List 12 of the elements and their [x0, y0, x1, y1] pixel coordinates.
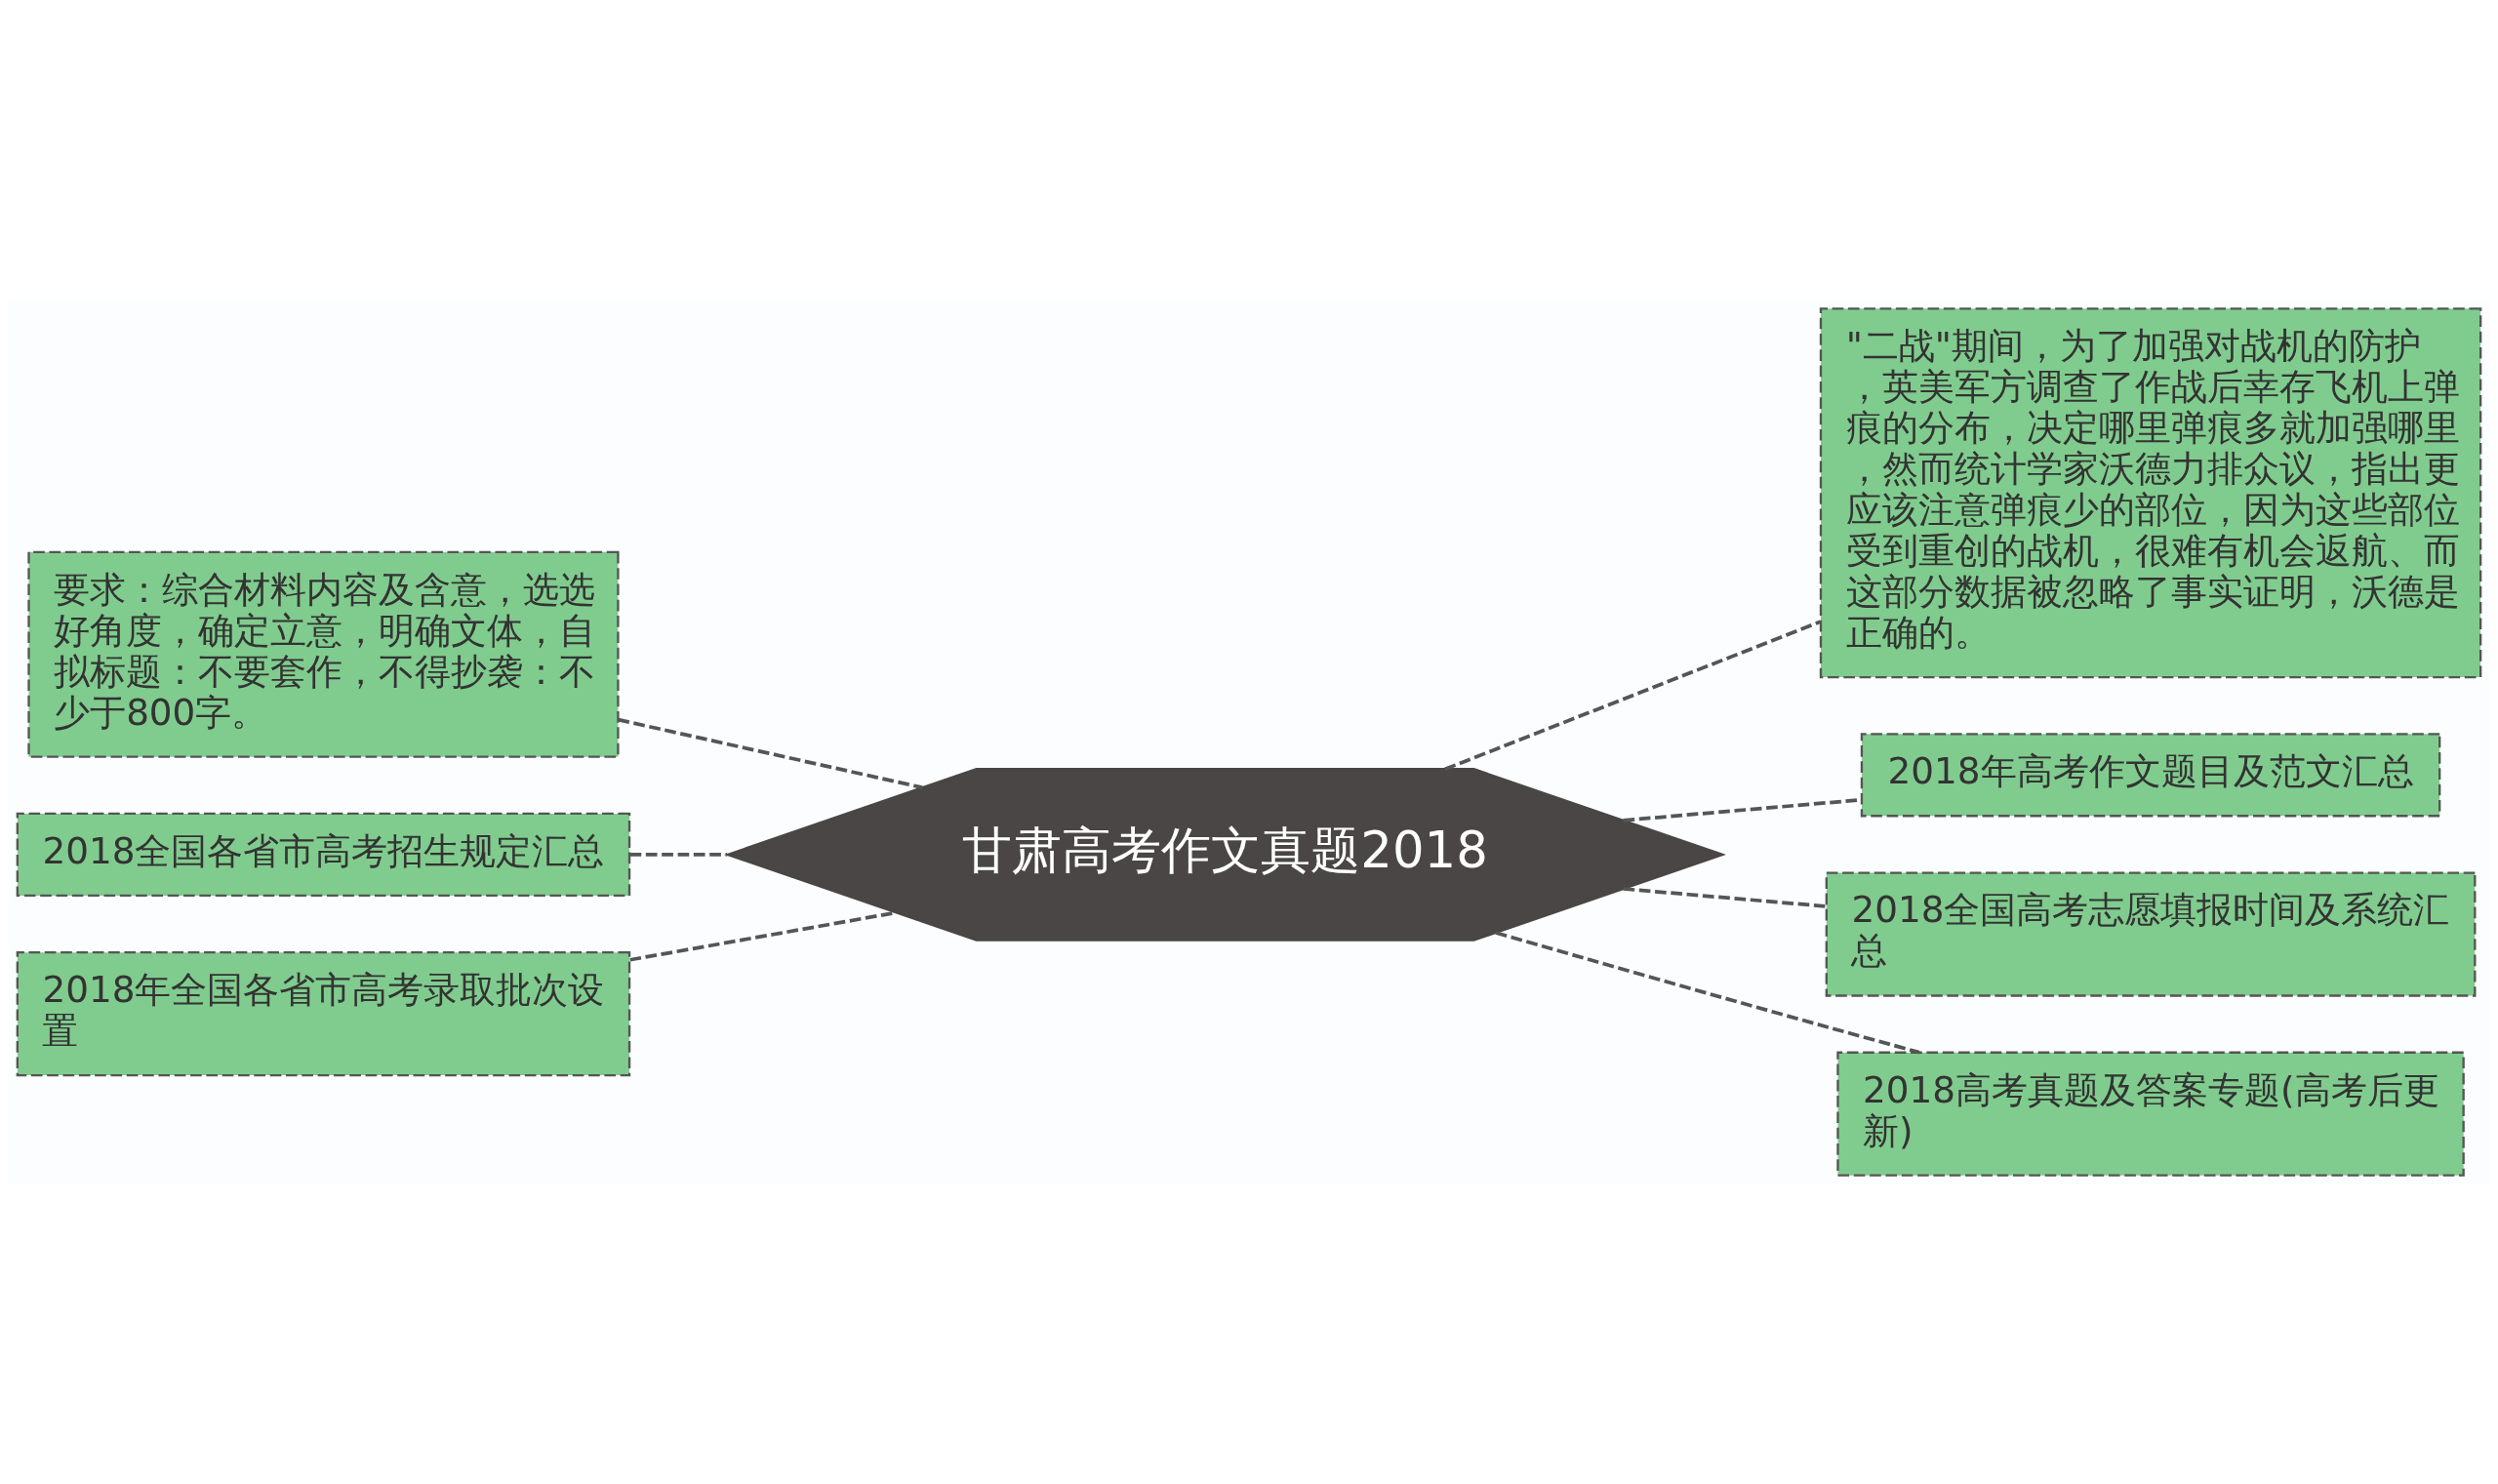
node-box: 要求：综合材料内容及含意，选选好角度，确定立意，明确文体，自拟标题：不要套作，不得抄袭：不少于800字。 [27, 550, 620, 758]
connector [1495, 931, 1920, 1055]
node-box: 2018年高考作文题目及范文汇总 [1860, 733, 2441, 818]
node-box: "二战"期间，为了加强对战机的防护，英美军方调查了作战后幸存飞机上弹痕的分布，决定哪里弹痕多就加强哪里，然而统计学家沃德力排众议，指出更应该注意弹痕少的部位，因为这些部位受到重创的战机，很难有机会返航、而这部分数据被忽略了事实证明，沃德是正确的。 [1819, 307, 2482, 679]
node-box: 2018全国高考志愿填报时间及系统汇总 [1825, 871, 2477, 997]
node-box: 2018高考真题及答案专题(高考后更新) [1836, 1051, 2465, 1177]
connector [1623, 887, 1827, 908]
connector [1444, 620, 1822, 772]
node-box: 2018全国各省市高考招生规定汇总 [16, 812, 631, 898]
node-box: 2018年全国各省市高考录取批次设置 [16, 951, 631, 1077]
connector [629, 853, 728, 857]
connector [618, 717, 923, 789]
